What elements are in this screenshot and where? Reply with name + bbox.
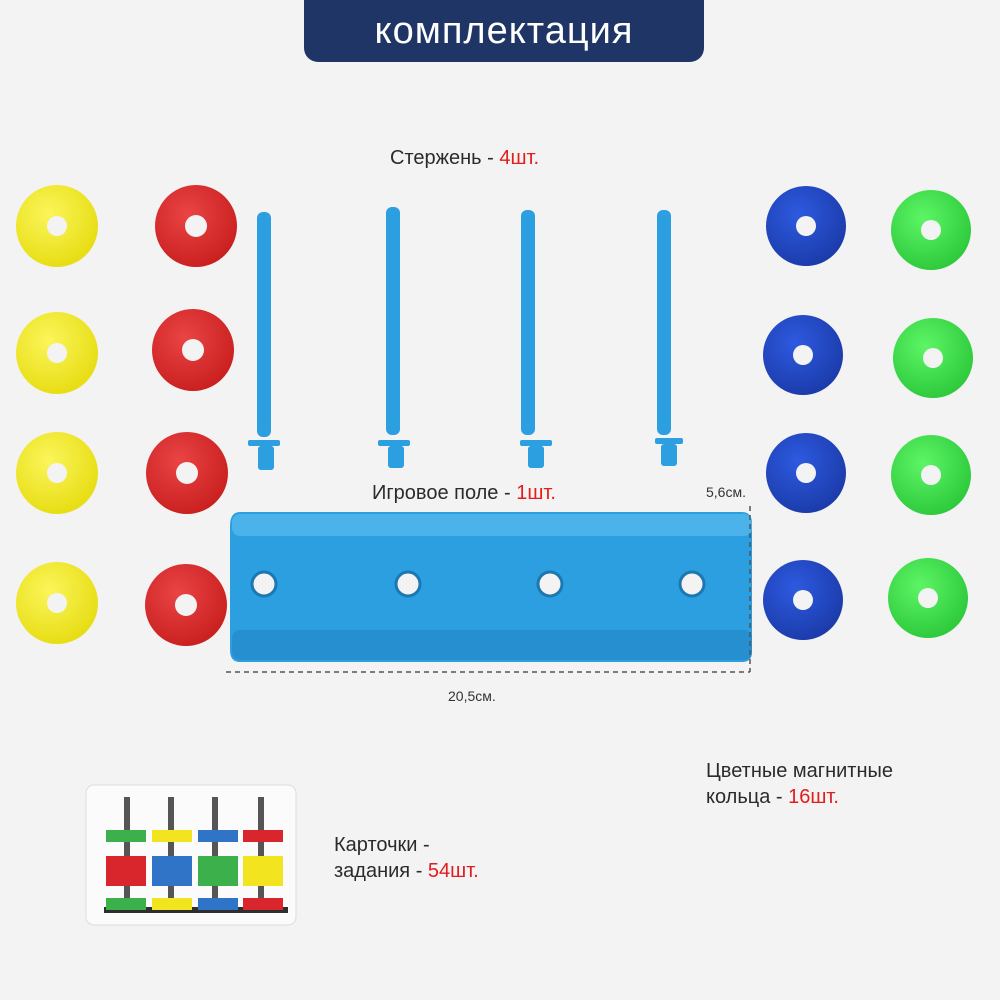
rings-label-line1: Цветные магнитные <box>706 760 894 782</box>
header-banner: комплектация <box>304 0 704 62</box>
cards-count: 54шт. <box>427 860 479 882</box>
rod <box>248 212 280 470</box>
width-dimension: 20,5см. <box>448 688 496 704</box>
rod <box>655 210 683 466</box>
cards-label-text: задания - <box>334 860 428 882</box>
rods-label: Стержень - 4шт. <box>390 145 539 171</box>
cards-label-line1: Карточки - <box>334 834 430 856</box>
cards-label: Карточки - задания - 54шт. <box>334 832 479 884</box>
yellow-rings <box>16 185 98 644</box>
red-rings <box>145 185 237 646</box>
blue-rings <box>763 186 846 640</box>
rods <box>248 207 683 470</box>
rod <box>520 210 552 468</box>
rod <box>378 207 410 468</box>
page-title: комплектация <box>374 9 634 52</box>
board-label: Игровое поле - 1шт. <box>372 480 556 506</box>
rings-label: Цветные магнитные кольца - 16шт. <box>706 758 893 810</box>
board-label-text: Игровое поле - <box>372 482 517 504</box>
rings-label-line2: кольца - 16шт. <box>706 784 893 810</box>
rings-count: 16шт. <box>788 786 839 808</box>
rods-count: 4шт. <box>499 147 540 169</box>
rods-label-text: Стержень - <box>390 147 500 169</box>
dimension-lines <box>226 506 751 673</box>
rings-label-text: кольца - <box>706 786 789 808</box>
board-count: 1шт. <box>516 482 556 504</box>
game-board <box>230 512 752 662</box>
task-card <box>85 784 297 926</box>
cards-label-line2: задания - 54шт. <box>334 858 479 884</box>
green-rings <box>888 190 973 638</box>
height-dimension: 5,6см. <box>706 484 746 500</box>
